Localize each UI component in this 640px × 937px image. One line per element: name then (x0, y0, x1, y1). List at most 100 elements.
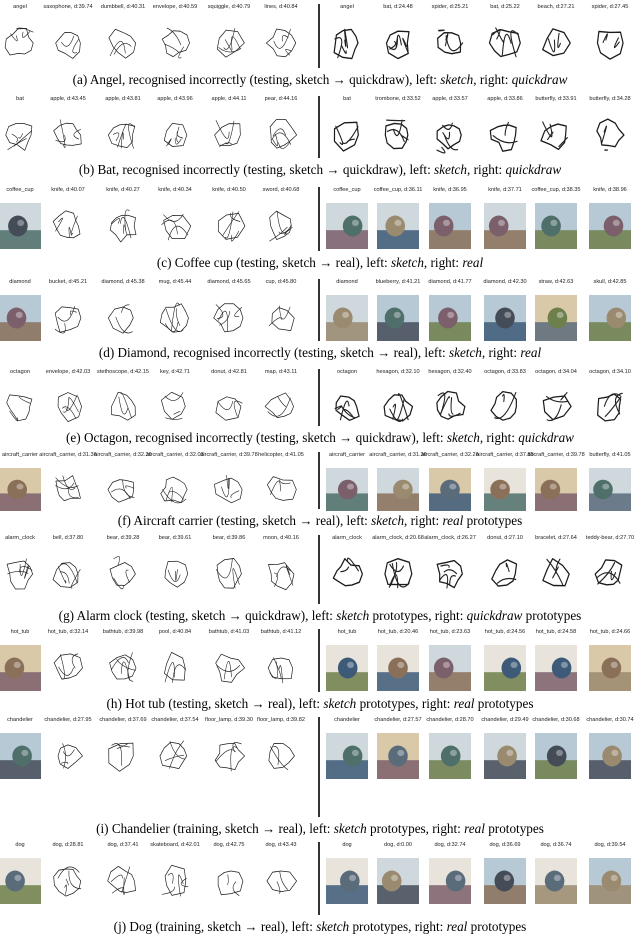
panel-b-left-item-5: pear, d:44.16 (265, 96, 297, 149)
photo-thumbnail (429, 645, 471, 691)
panel-f-left-item-3: aircraft_carrier, d:32.03 (146, 452, 204, 504)
panel-e-left-item-2: stethoscope, d:42.15 (97, 369, 149, 421)
panel-h-left-item-0: hot_tub (0, 629, 41, 691)
panel-h-left-item-1: hot_tub, d:32.14 (48, 629, 88, 680)
quickdraw-thumbnail (536, 112, 576, 158)
panel-caption: (h) Hot tub (testing, sketch → real), le… (0, 696, 640, 712)
thumbnail-label: aircraft_carrier, d:32.03 (146, 452, 204, 458)
quickdraw-thumbnail (378, 551, 418, 597)
photo-thumbnail (429, 858, 471, 904)
sketch-thumbnail (48, 858, 88, 904)
panel-g-left-item-5: moon, d:40.16 (263, 535, 299, 591)
thumbnail-label: stethoscope, d:42.15 (97, 369, 149, 375)
photo-thumbnail (429, 203, 471, 249)
panel-f-left-item-0: aircraft_carrier (0, 452, 41, 511)
panel-g-right-item-3: donut, d:27.10 (487, 535, 523, 587)
panel-divider (318, 279, 320, 341)
photo-thumbnail (535, 468, 577, 511)
thumbnail-label: dog, d:28.81 (52, 842, 84, 848)
sketch-thumbnail (261, 112, 301, 158)
thumbnail-label: hot_tub (337, 629, 357, 635)
panel-divider (318, 535, 320, 604)
panel-j-left-item-3: skateboard, d:42.01 (150, 842, 200, 897)
sketch-thumbnail (155, 203, 195, 249)
panel-i-right-item-3: chandelier, d:29.49 (481, 717, 529, 779)
panel-b-right-item-0: bat (333, 96, 359, 152)
panel-f-right-item-5: butterfly, d:41.05 (589, 452, 631, 511)
photo-thumbnail (377, 733, 419, 779)
photo-thumbnail (535, 645, 577, 691)
photo-thumbnail (377, 203, 419, 249)
quickdraw-thumbnail (536, 385, 576, 428)
quickdraw-thumbnail (327, 385, 367, 428)
sketch-thumbnail (155, 295, 195, 341)
thumbnail-label: envelope, d:42.03 (45, 369, 91, 375)
sketch-thumbnail (261, 295, 301, 341)
sketch-thumbnail (0, 385, 40, 428)
caption-right-word: real (464, 821, 485, 836)
panel-h-right-item-5: hot_tub, d:24.66 (589, 629, 631, 691)
caption-mid: , right: (467, 162, 506, 177)
thumbnail-label: angel (13, 4, 27, 10)
quickdraw-thumbnail (485, 112, 525, 158)
caption-left-word: sketch (316, 919, 350, 934)
thumbnail-label: bathtub, d:39.98 (102, 629, 144, 635)
quickdraw-thumbnail (430, 20, 470, 66)
panel-b-left-item-1: apple, d:43.45 (50, 96, 86, 149)
sketch-thumbnail (209, 733, 249, 779)
caption-right-word: real (462, 255, 484, 270)
thumbnail-label: octagon, d:34.04 (535, 369, 577, 375)
thumbnail-label: hot_tub, d:32.14 (47, 629, 89, 635)
panel-e-left-item-0: octagon (6, 369, 33, 422)
panel-g-left-item-3: bear, d:39.61 (159, 535, 191, 588)
panel-c-left-item-1: knife, d:40.07 (51, 187, 85, 239)
panel-f: aircraft_carrier aircraft_carrier, d:31.… (0, 448, 640, 530)
sketch-thumbnail (48, 385, 88, 428)
panel-divider (318, 452, 320, 509)
panel-c-right-item-0: coffee_cup (326, 187, 368, 249)
quickdraw-thumbnail (378, 20, 418, 66)
thumbnail-label: aircraft_carrier, d:37.85 (476, 452, 534, 458)
quickdraw-thumbnail (485, 551, 525, 597)
quickdraw-thumbnail (378, 385, 418, 428)
thumbnail-label: donut, d:27.10 (487, 535, 523, 541)
caption-right-word: real (446, 919, 468, 934)
caption-left-word: sketch (336, 608, 370, 623)
panel-i-left-item-0: chandelier (0, 717, 41, 779)
sketch-thumbnail (261, 733, 301, 779)
thumbnail-label: dog, d:0.00 (384, 842, 412, 848)
panel-b-left-item-0: bat (5, 96, 33, 151)
photo-thumbnail (589, 203, 631, 249)
photo-thumbnail (484, 203, 526, 249)
panel-c-left-item-3: knife, d:40.34 (158, 187, 192, 241)
thumbnail-label: octagon (10, 369, 30, 375)
sketch-thumbnail (209, 645, 249, 691)
panel-a-right-item-0: angel (333, 4, 359, 60)
thumbnail-label: bat (343, 96, 351, 102)
photo-thumbnail (0, 295, 41, 341)
panel-g-left-item-1: bell, d:37.80 (52, 535, 83, 589)
caption-left-word: sketch (323, 696, 357, 711)
thumbnail-label: alarm_clock (332, 535, 362, 541)
panel-a-right-item-3: bat, d:25.22 (488, 4, 521, 58)
panel-h: hot_tub hot_tub, d:32.14 bathtub, d:39.98… (0, 625, 640, 712)
caption-right-word: real (520, 345, 542, 360)
panel-i-right-item-2: chandelier, d:28.70 (426, 717, 474, 779)
thumbnail-label: butterfly, d:41.05 (589, 452, 631, 458)
panel-i-left-item-2: chandelier, d:37.69 (99, 717, 147, 772)
thumbnail-label: diamond (9, 279, 31, 285)
thumbnail-label: chandelier, d:27.95 (44, 717, 92, 723)
panel-g-left-item-0: alarm_clock (5, 535, 35, 590)
panel-h-right-item-4: hot_tub, d:24.58 (535, 629, 577, 691)
sketch-thumbnail (261, 20, 301, 66)
thumbnail-label: hot_tub, d:24.56 (484, 629, 526, 635)
thumbnail-label: bear, d:39.61 (158, 535, 192, 541)
panel-caption: (b) Bat, recognised incorrectly (testing… (0, 162, 640, 178)
sketch-thumbnail (261, 468, 301, 511)
panel-j-right-item-5: dog, d:39.54 (589, 842, 631, 904)
thumbnail-label: moon, d:40.16 (263, 535, 299, 541)
quickdraw-thumbnail (378, 112, 418, 158)
panel-d-right-item-4: straw, d:42.63 (535, 279, 577, 341)
panel-caption: (c) Coffee cup (testing, sketch → real),… (0, 255, 640, 271)
